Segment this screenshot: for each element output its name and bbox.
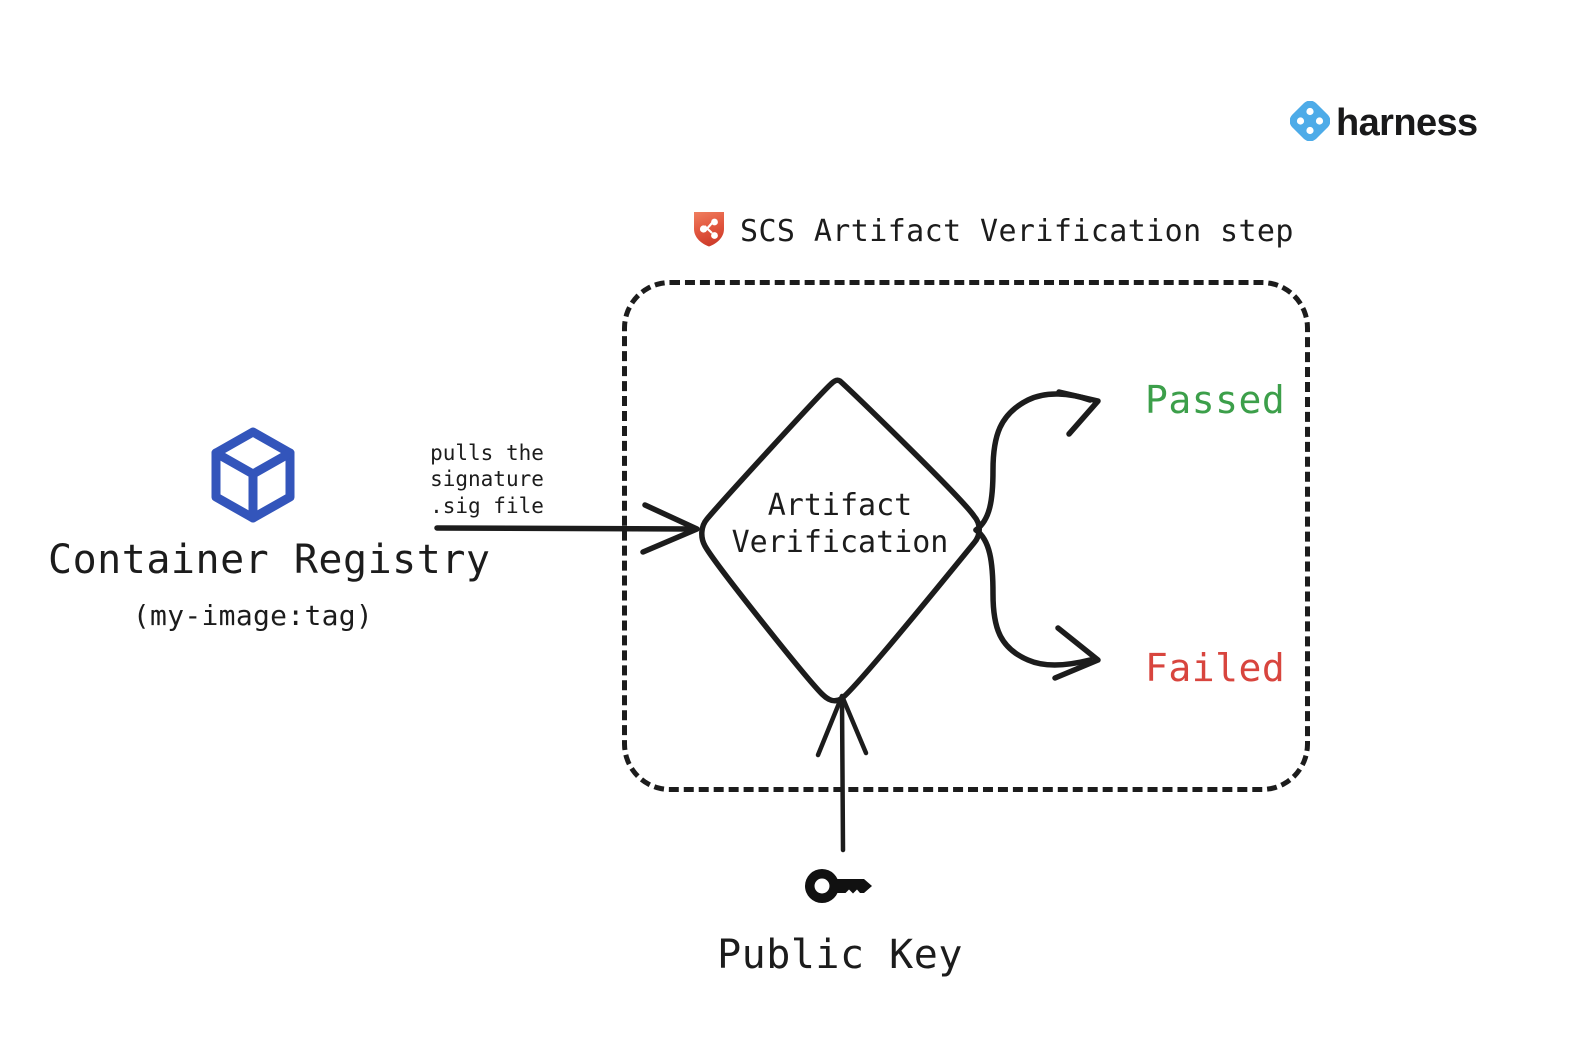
container-registry-title: Container Registry bbox=[48, 537, 491, 583]
outcome-passed-label: Passed bbox=[1145, 378, 1286, 422]
decision-label-line2: Verification bbox=[731, 524, 949, 560]
edge-label-pulls-signature: pulls the signature .sig file bbox=[372, 440, 602, 519]
key-icon bbox=[690, 866, 990, 910]
decision-node-label: Artifact Verification bbox=[700, 488, 980, 561]
edge-label-line2: .sig file bbox=[430, 493, 544, 518]
harness-logo: harness bbox=[1289, 100, 1478, 145]
container-registry-node: Container Registry (my-image:tag) bbox=[48, 425, 491, 632]
outcome-failed-label: Failed bbox=[1145, 646, 1286, 690]
scs-shield-icon bbox=[692, 210, 726, 252]
harness-diamond-logo-icon bbox=[1289, 100, 1331, 145]
edge-label-line1: pulls the signature bbox=[430, 441, 544, 492]
container-cube-icon bbox=[48, 425, 458, 529]
harness-wordmark: harness bbox=[1336, 102, 1478, 144]
step-caption-text: SCS Artifact Verification step bbox=[740, 213, 1294, 249]
decision-label-line1: Artifact bbox=[767, 488, 913, 523]
step-caption: SCS Artifact Verification step bbox=[692, 210, 1294, 252]
public-key-title: Public Key bbox=[717, 932, 963, 978]
container-registry-subtitle: (my-image:tag) bbox=[132, 599, 374, 632]
public-key-node: Public Key bbox=[690, 866, 990, 978]
scs-step-boundary bbox=[622, 280, 1310, 792]
